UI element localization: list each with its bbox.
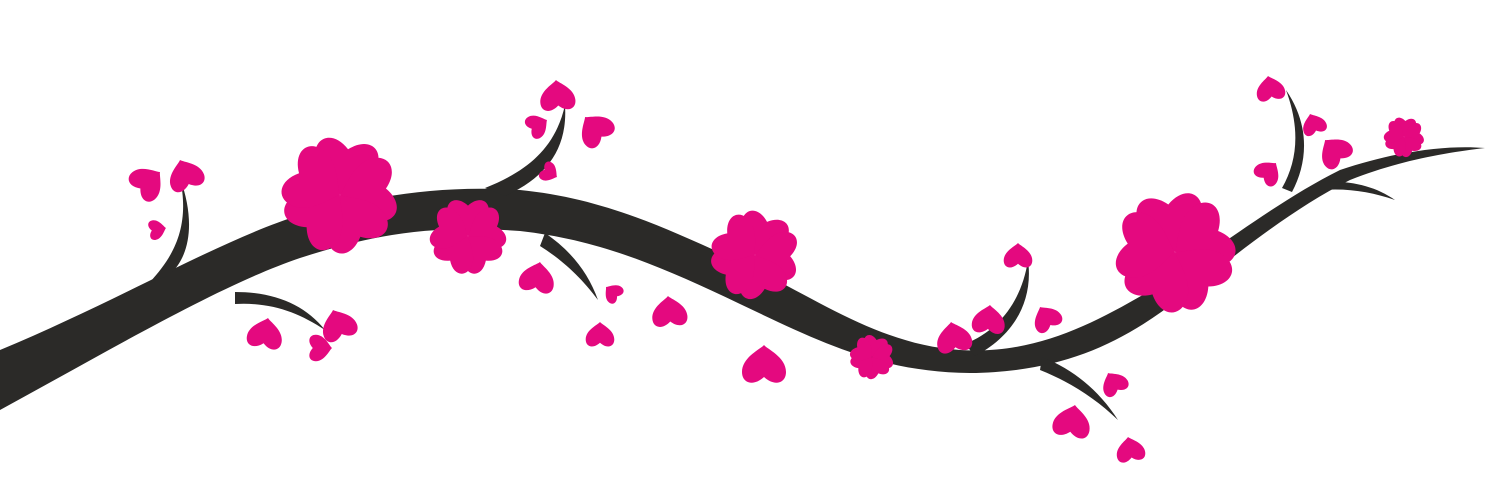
heart-petal (599, 279, 626, 306)
heart-petal (571, 105, 618, 152)
heart-petal (1251, 154, 1287, 189)
twig (965, 260, 1029, 356)
twig (1320, 181, 1395, 200)
heart-petal (245, 314, 286, 351)
heart-petal (522, 109, 554, 141)
heart-petal (147, 218, 168, 241)
heart-flower (1113, 191, 1241, 318)
heart-petal (163, 153, 207, 195)
twig (1282, 90, 1305, 192)
heart-petal (933, 318, 974, 355)
heart-petal (1312, 129, 1356, 173)
heart-petal (1113, 434, 1147, 464)
twig (485, 105, 566, 196)
twig (235, 292, 325, 330)
heart-petal (742, 345, 786, 383)
heart-petal (971, 303, 1007, 335)
twig (1040, 357, 1118, 420)
blossoms (125, 73, 1425, 464)
heart-petal (517, 258, 558, 295)
heart-petal (538, 78, 577, 112)
heart-petal (1096, 366, 1131, 400)
heart-petal (585, 322, 615, 347)
twig (150, 178, 190, 282)
heart-petal (1003, 243, 1033, 268)
heart-petal (125, 158, 172, 205)
heart-flower (427, 200, 509, 278)
twig (540, 233, 598, 300)
heart-petal (1051, 401, 1094, 440)
heart-petal (1027, 299, 1065, 336)
heart-petal (650, 294, 689, 328)
heart-petal (1253, 73, 1287, 103)
